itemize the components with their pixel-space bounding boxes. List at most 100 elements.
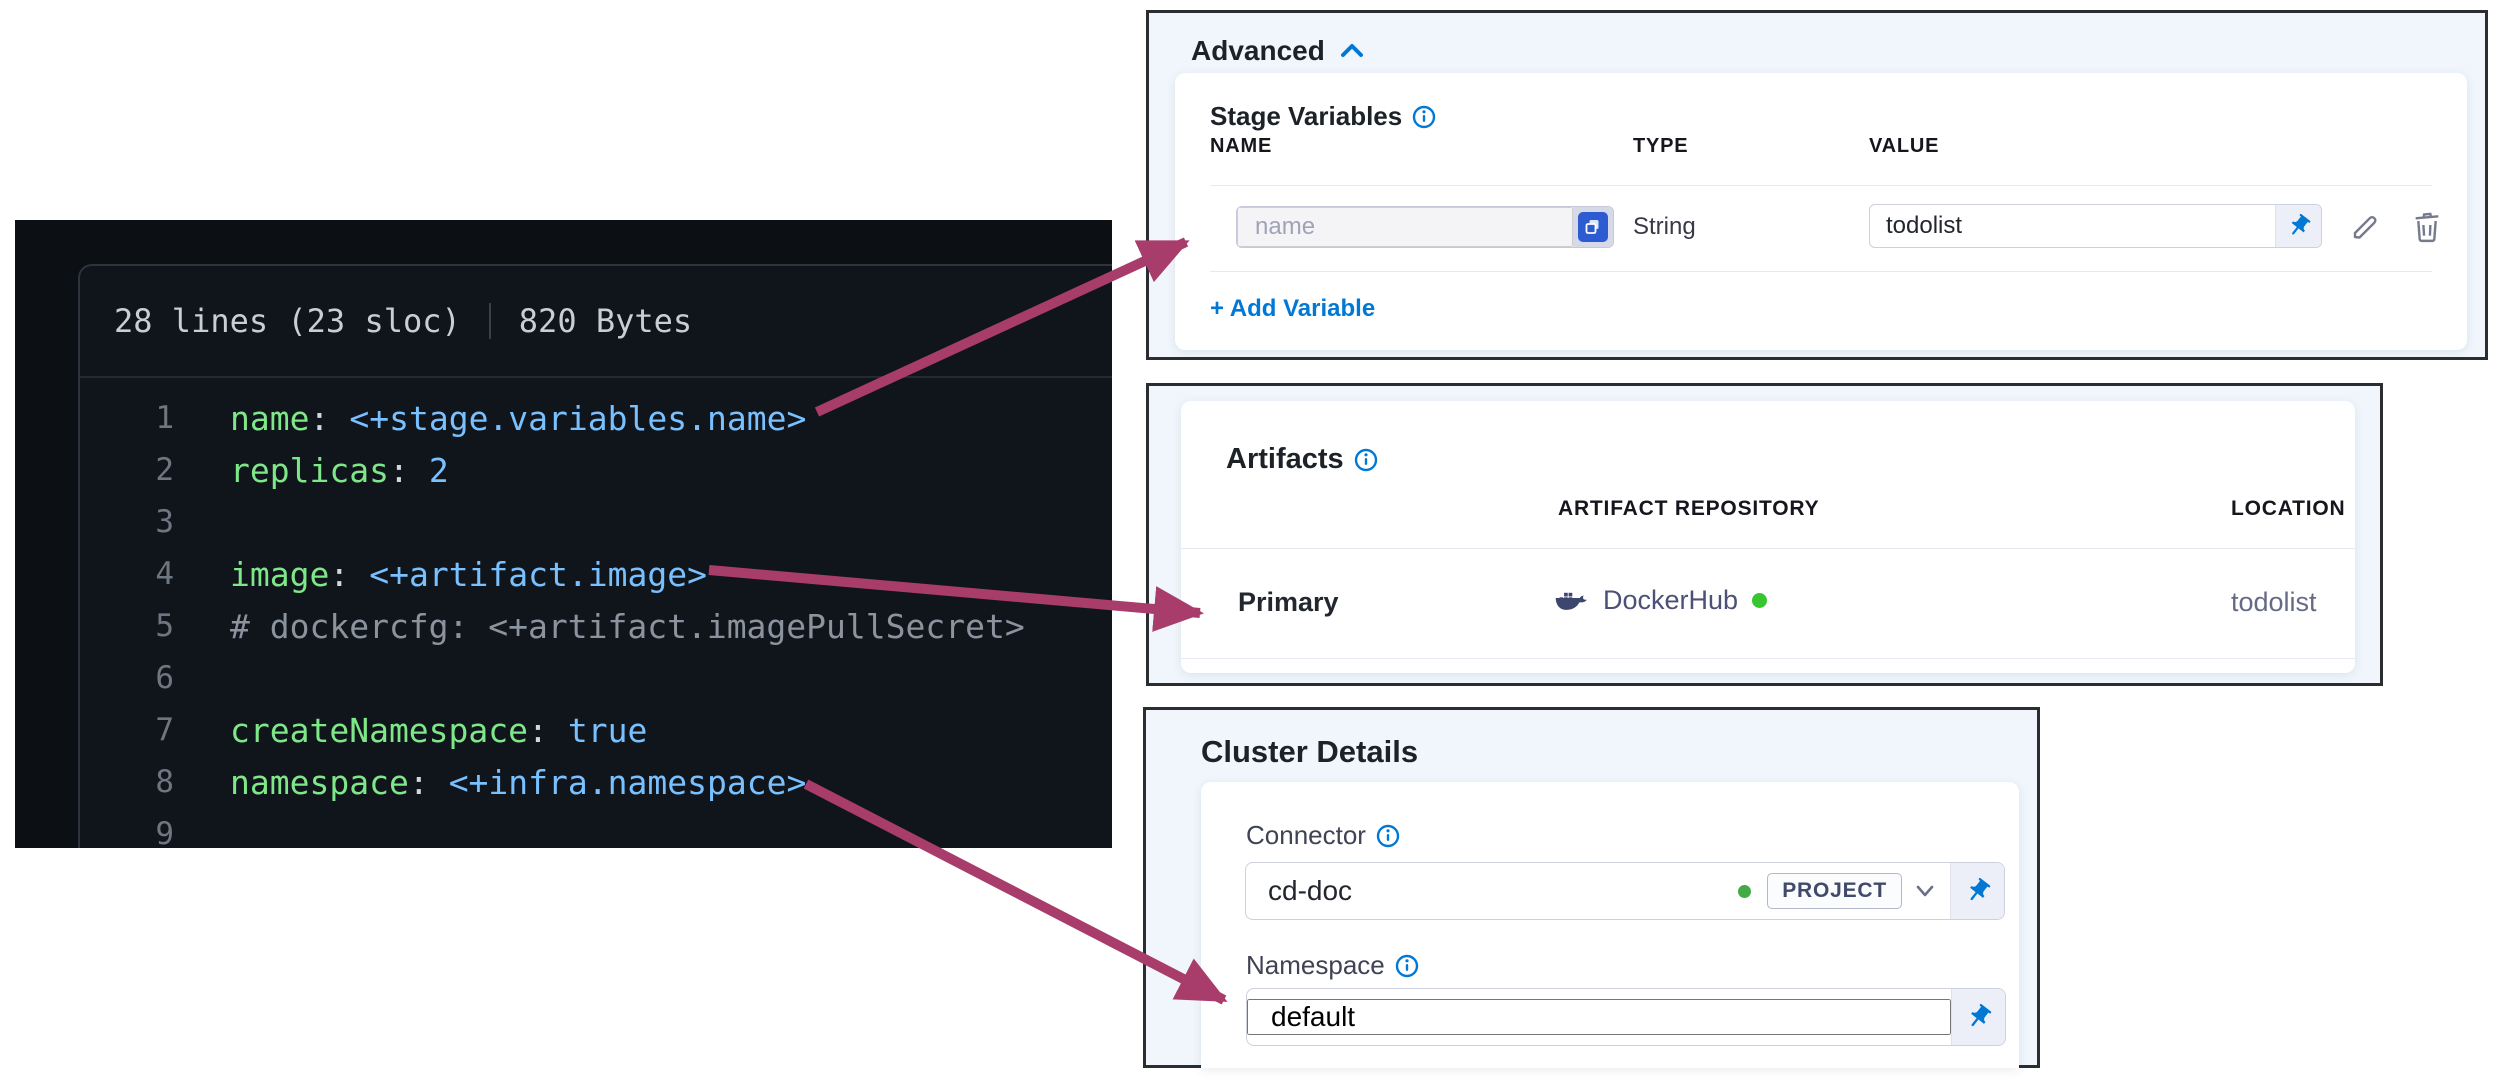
code-file-box: 28 lines (23 sloc) 820 Bytes 1 name: <+sta… bbox=[78, 264, 1112, 848]
yaml-key: name bbox=[230, 398, 310, 438]
delete-variable-button[interactable] bbox=[2407, 207, 2447, 247]
advanced-panel: Advanced Stage Variables NAME TYPE VALUE… bbox=[1146, 10, 2488, 360]
yaml-value: <+infra.namespace> bbox=[448, 762, 807, 802]
trash-icon bbox=[2415, 212, 2439, 243]
stage-variables-card: Stage Variables NAME TYPE VALUE String bbox=[1175, 73, 2467, 350]
pin-icon bbox=[2291, 213, 2310, 235]
artifact-label: Primary bbox=[1238, 587, 1339, 617]
status-dot bbox=[1752, 593, 1768, 608]
line-number: 7 bbox=[155, 712, 174, 748]
artifact-location: todolist bbox=[2231, 587, 2317, 617]
add-variable-button[interactable]: + Add Variable bbox=[1210, 295, 1376, 322]
info-icon[interactable] bbox=[1412, 105, 1436, 129]
yaml-colon: : bbox=[408, 762, 429, 802]
cluster-details-panel: Cluster Details Connector cd-doc PROJECT… bbox=[1143, 707, 2040, 1068]
artifact-repo-name[interactable]: DockerHub bbox=[1603, 585, 1739, 615]
stage-variables-title: Stage Variables bbox=[1210, 101, 1403, 131]
yaml-value: true bbox=[567, 710, 648, 750]
variable-value-input[interactable] bbox=[1870, 212, 2275, 240]
advanced-header[interactable]: Advanced bbox=[1191, 35, 1365, 67]
advanced-title: Advanced bbox=[1191, 35, 1325, 66]
meta-divider bbox=[488, 303, 491, 339]
artifacts-title: Artifacts bbox=[1226, 443, 1344, 475]
code-line: 7 createNamespace: true bbox=[80, 704, 1112, 756]
line-number: 9 bbox=[155, 816, 174, 848]
copy-icon bbox=[1578, 212, 1608, 242]
namespace-label-row: Namespace bbox=[1246, 950, 1419, 981]
file-lines-count: 28 lines (23 sloc) bbox=[114, 302, 461, 340]
yaml-key: image bbox=[230, 554, 330, 594]
yaml-colon: : bbox=[329, 554, 350, 594]
connector-status-dot bbox=[1738, 884, 1752, 898]
pencil-icon bbox=[2353, 216, 2377, 239]
yaml-value: <+stage.variables.name> bbox=[349, 398, 807, 438]
variable-name-input[interactable] bbox=[1237, 207, 1573, 247]
variable-type: String bbox=[1633, 213, 1696, 240]
connector-label-row: Connector bbox=[1246, 820, 1400, 851]
yaml-key: replicas bbox=[230, 450, 389, 490]
line-number: 4 bbox=[155, 556, 174, 592]
copy-button[interactable] bbox=[1573, 207, 1613, 247]
pin-icon bbox=[1970, 1003, 1991, 1027]
file-size: 820 Bytes bbox=[518, 302, 693, 340]
code-line: 6 bbox=[80, 652, 1112, 704]
yaml-key: namespace bbox=[230, 762, 409, 802]
info-icon[interactable] bbox=[1395, 954, 1419, 978]
info-icon[interactable] bbox=[1376, 824, 1400, 848]
info-icon[interactable] bbox=[1354, 448, 1378, 472]
pin-button[interactable] bbox=[1951, 989, 2005, 1045]
pin-icon bbox=[1969, 877, 1990, 901]
chevron-up-icon[interactable] bbox=[1339, 41, 1365, 61]
divider bbox=[1210, 271, 2432, 272]
artifacts-card: Artifacts ARTIFACT REPOSITORY LOCATION P… bbox=[1181, 401, 2355, 673]
namespace-label: Namespace bbox=[1246, 950, 1385, 980]
line-number: 8 bbox=[155, 764, 174, 800]
namespace-input-group bbox=[1246, 988, 2006, 1046]
code-line: 5 # dockercfg: <+artifact.imagePullSecret… bbox=[80, 600, 1112, 652]
cluster-details-title: Cluster Details bbox=[1201, 734, 1419, 769]
yaml-colon: : bbox=[309, 398, 330, 438]
chevron-down-icon[interactable] bbox=[1914, 883, 1936, 899]
column-header-artifact-repository: ARTIFACT REPOSITORY bbox=[1558, 497, 1820, 520]
line-number: 5 bbox=[155, 608, 174, 644]
artifacts-panel: Artifacts ARTIFACT REPOSITORY LOCATION P… bbox=[1146, 383, 2383, 686]
yaml-value: 2 bbox=[428, 450, 449, 490]
connector-scope-badge: PROJECT bbox=[1767, 873, 1902, 909]
code-viewer-panel: 28 lines (23 sloc) 820 Bytes 1 name: <+sta… bbox=[15, 220, 1112, 848]
yaml-key: createNamespace bbox=[230, 710, 529, 750]
connector-select[interactable]: cd-doc PROJECT bbox=[1245, 862, 2005, 920]
cluster-details-card: Connector cd-doc PROJECT Namespace bbox=[1201, 782, 2019, 1068]
connector-value: cd-doc bbox=[1268, 875, 1353, 906]
variable-name-input-group bbox=[1236, 206, 1614, 248]
code-line: 9 bbox=[80, 808, 1112, 848]
pin-button[interactable] bbox=[1950, 863, 2004, 919]
connector-label: Connector bbox=[1246, 820, 1366, 850]
line-number: 1 bbox=[155, 400, 174, 436]
yaml-comment: # dockercfg: <+artifact.imagePullSecret> bbox=[230, 606, 1025, 646]
variable-value-input-group bbox=[1869, 204, 2322, 248]
line-number: 3 bbox=[155, 504, 174, 540]
code-lines: 1 name: <+stage.variables.name> 2 replicas:… bbox=[80, 378, 1112, 849]
docker-whale-icon bbox=[1555, 592, 1587, 610]
column-header-name: NAME bbox=[1210, 135, 1273, 157]
code-file-meta-bar: 28 lines (23 sloc) 820 Bytes bbox=[80, 266, 1112, 378]
line-number: 6 bbox=[155, 660, 174, 696]
divider bbox=[1181, 548, 2355, 549]
yaml-colon: : bbox=[528, 710, 548, 750]
namespace-input[interactable] bbox=[1247, 999, 1951, 1035]
yaml-colon: : bbox=[388, 450, 409, 490]
code-line: 4 image: <+artifact.image> bbox=[80, 548, 1112, 600]
pin-button[interactable] bbox=[2275, 205, 2321, 247]
yaml-value: <+artifact.image> bbox=[369, 554, 707, 594]
code-line: 8 namespace: <+infra.namespace> bbox=[80, 756, 1112, 808]
divider bbox=[1210, 185, 2432, 186]
code-line: 3 bbox=[80, 496, 1112, 548]
code-line: 1 name: <+stage.variables.name> bbox=[80, 392, 1112, 444]
column-header-type: TYPE bbox=[1633, 135, 1689, 157]
edit-variable-button[interactable] bbox=[2345, 207, 2385, 247]
column-header-value: VALUE bbox=[1869, 135, 1940, 157]
artifact-row[interactable]: Primary DockerHub todolist bbox=[1181, 549, 2355, 658]
line-number: 2 bbox=[155, 452, 174, 488]
column-header-location: LOCATION bbox=[2231, 497, 2346, 520]
